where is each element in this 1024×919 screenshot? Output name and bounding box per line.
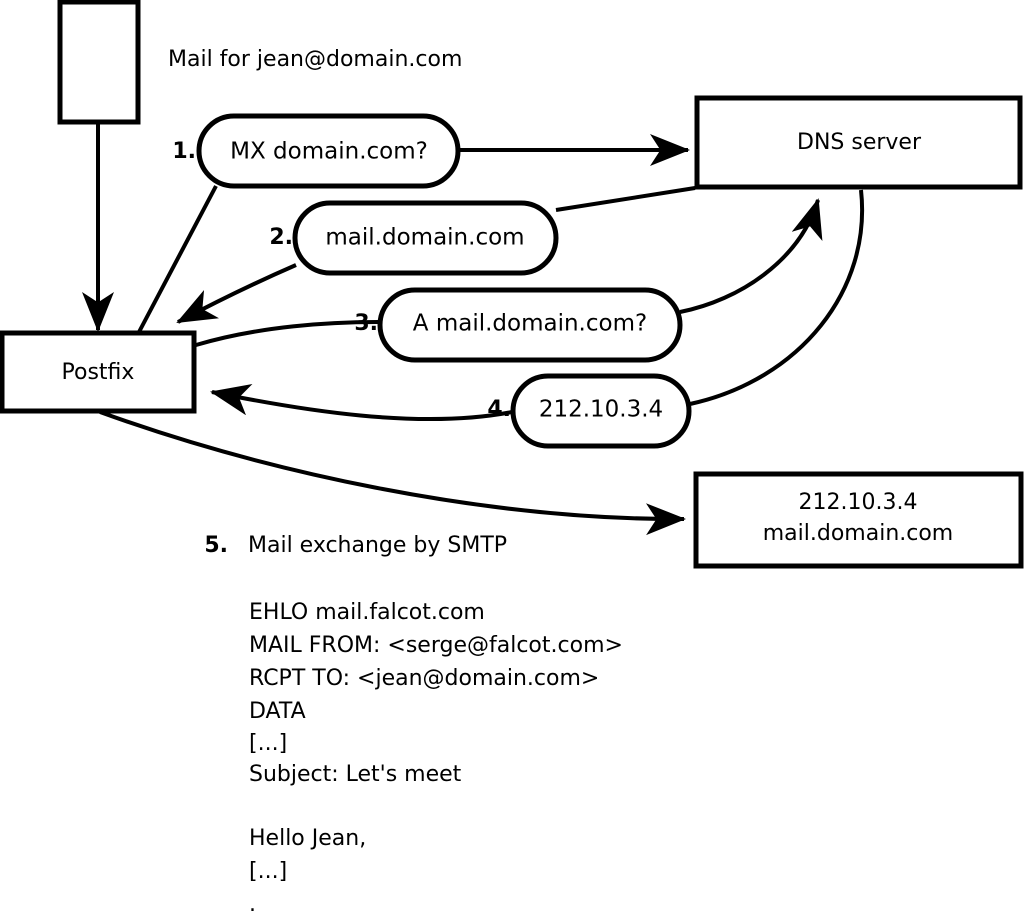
- bubble-step2-label: mail.domain.com: [325, 225, 524, 251]
- transcript-line: .: [249, 892, 256, 917]
- node-postfix-label: Postfix: [62, 360, 135, 385]
- step-number-3: 3.: [354, 311, 378, 336]
- node-mailserver-ip: 212.10.3.4: [799, 490, 918, 515]
- edge-step2-to-postfix: [176, 263, 297, 324]
- edge-postfix-to-step1: [137, 185, 218, 333]
- transcript-line: [...]: [249, 731, 287, 756]
- node-sender-box: [57, 0, 141, 125]
- caption-mail-for: Mail for jean@domain.com: [168, 47, 462, 72]
- edge-postfix-to-step3: [195, 320, 379, 347]
- step-number-4: 4.: [487, 397, 511, 422]
- bubble-step4: [510, 373, 692, 449]
- transcript-line: RCPT TO: <jean@domain.com>: [249, 666, 599, 691]
- bubble-step4-label: 212.10.3.4: [539, 397, 663, 423]
- transcript-line: EHLO mail.falcot.com: [249, 600, 485, 625]
- transcript-line: Hello Jean,: [249, 826, 366, 851]
- step-number-2: 2.: [269, 225, 293, 250]
- step-number-5: 5.: [204, 533, 228, 558]
- node-postfix-box: [0, 330, 197, 414]
- bubble-step3-label: A mail.domain.com?: [413, 311, 647, 337]
- smtp-transcript: EHLO mail.falcot.com MAIL FROM: <serge@f…: [249, 600, 623, 917]
- edge-step3-to-dns: [679, 198, 823, 314]
- transcript-line: Subject: Let's meet: [249, 762, 462, 787]
- bubble-step3: [377, 287, 683, 363]
- edge-dns-to-step4: [689, 189, 865, 406]
- bubble-step1-label: MX domain.com?: [230, 139, 428, 165]
- transcript-line: MAIL FROM: <serge@falcot.com>: [249, 633, 623, 658]
- transcript-line: [...]: [249, 859, 287, 884]
- transcript-line: DATA: [249, 699, 306, 724]
- edge-dns-to-step2: [555, 186, 696, 212]
- bubble-step2: [292, 200, 559, 276]
- step-number-1: 1.: [172, 139, 196, 164]
- edge-postfix-to-mailserver: [99, 410, 686, 536]
- node-mailserver-box: [693, 471, 1024, 569]
- node-dns-box: [694, 95, 1023, 190]
- node-mailserver-host: mail.domain.com: [763, 521, 954, 546]
- edge-step4-to-postfix: [210, 383, 513, 422]
- node-dns-label: DNS server: [797, 130, 922, 155]
- step5-label: Mail exchange by SMTP: [248, 533, 507, 558]
- bubble-step1: [196, 113, 461, 189]
